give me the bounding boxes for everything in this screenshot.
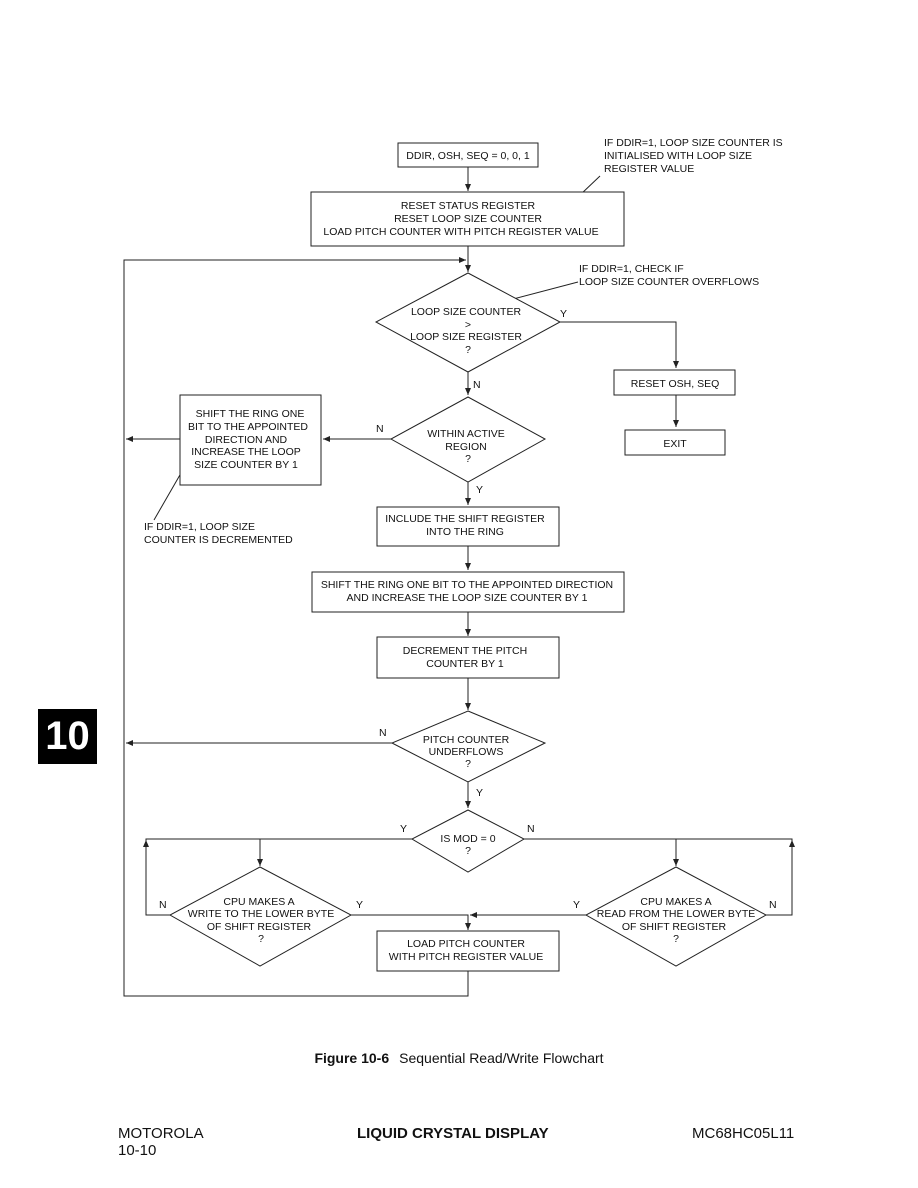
figure-caption: Figure 10-6 Sequential Read/Write Flowcha…	[0, 1050, 918, 1066]
decision-pitch-yes: Y	[476, 787, 483, 799]
decision-active-no: N	[376, 423, 384, 435]
shift-left-line-4: INCREASE THE LOOP	[191, 446, 301, 458]
start-box: DDIR, OSH, SEQ = 0, 0, 1	[397, 142, 539, 168]
decision-read-no: N	[769, 899, 777, 911]
decision-read-yes: Y	[573, 899, 580, 911]
decision-write-line-4: ?	[258, 933, 264, 945]
note-init-line-1: IF DDIR=1, LOOP SIZE COUNTER IS	[604, 137, 783, 149]
reset-osh-box: RESET OSH, SEQ	[613, 369, 736, 396]
note-init-line-3: REGISTER VALUE	[604, 163, 694, 175]
reset-status-box: RESET STATUS REGISTER RESET LOOP SIZE CO…	[310, 191, 625, 247]
footer-brand: MOTOROLA	[118, 1125, 204, 1142]
decision-mod-no: N	[527, 823, 535, 835]
note-init-line-2: INITIALISED WITH LOOP SIZE	[604, 150, 752, 162]
load-pitch-line-1: LOAD PITCH COUNTER	[407, 938, 525, 950]
decision-pitch-underflow: PITCH COUNTER UNDERFLOWS ? N Y	[379, 710, 547, 799]
decision-read-line-1: CPU MAKES A	[640, 896, 711, 908]
note-overflow: IF DDIR=1, CHECK IF LOOP SIZE COUNTER OV…	[579, 263, 759, 288]
reset-line-3: LOAD PITCH COUNTER WITH PITCH REGISTER V…	[323, 226, 598, 238]
decision-pitch-line-1: PITCH COUNTER	[423, 734, 510, 746]
decision-mod-line-1: IS MOD = 0	[440, 833, 495, 845]
shift-ring-left-box: SHIFT THE RING ONE BIT TO THE APPOINTED …	[179, 394, 322, 486]
decision-read-line-3: OF SHIFT REGISTER	[622, 921, 727, 933]
decision-mod: IS MOD = 0 ? Y N	[400, 809, 535, 873]
decision-active-line-1: WITHIN ACTIVE	[427, 428, 505, 440]
decrement-pitch-box: DECREMENT THE PITCH COUNTER BY 1	[376, 636, 560, 679]
decision-loop-size: LOOP SIZE COUNTER > LOOP SIZE REGISTER ?…	[374, 272, 567, 391]
include-shift-box: INCLUDE THE SHIFT REGISTER INTO THE RING	[376, 506, 560, 547]
footer-section-title: LIQUID CRYSTAL DISPLAY	[357, 1125, 549, 1142]
decision-cpu-read: CPU MAKES A READ FROM THE LOWER BYTE OF …	[573, 866, 777, 967]
decision-pitch-line-3: ?	[465, 758, 471, 770]
decrement-pitch-line-1: DECREMENT THE PITCH	[403, 645, 527, 657]
include-shift-line-1: INCLUDE THE SHIFT REGISTER	[385, 513, 545, 525]
figure-number: Figure 10-6	[314, 1050, 390, 1066]
decision-cpu-write: CPU MAKES A WRITE TO THE LOWER BYTE OF S…	[159, 866, 363, 967]
footer-page-number: 10-10	[118, 1142, 157, 1159]
decision-active-line-3: ?	[465, 453, 471, 465]
decision-active-yes: Y	[476, 484, 483, 496]
decision-write-no: N	[159, 899, 167, 911]
reset-osh-label: RESET OSH, SEQ	[631, 378, 720, 390]
decision-write-line-2: WRITE TO THE LOWER BYTE	[188, 908, 334, 920]
footer-part-number: MC68HC05L11	[692, 1125, 795, 1142]
shift-left-line-5: SIZE COUNTER BY 1	[194, 459, 298, 471]
reset-line-2: RESET LOOP SIZE COUNTER	[394, 213, 542, 225]
load-pitch-box: LOAD PITCH COUNTER WITH PITCH REGISTER V…	[376, 930, 560, 972]
decision-mod-line-2: ?	[465, 845, 471, 857]
note-init: IF DDIR=1, LOOP SIZE COUNTER IS INITIALI…	[604, 137, 783, 175]
decision-loop-line-3: LOOP SIZE REGISTER	[410, 331, 522, 343]
shift-ring-line-1: SHIFT THE RING ONE BIT TO THE APPOINTED …	[321, 579, 613, 591]
include-shift-line-2: INTO THE RING	[426, 526, 504, 538]
note-decrement-line-1: IF DDIR=1, LOOP SIZE	[144, 521, 255, 533]
decision-loop-line-4: ?	[465, 344, 471, 356]
load-pitch-line-2: WITH PITCH REGISTER VALUE	[389, 951, 543, 963]
shift-left-line-3: DIRECTION AND	[205, 434, 288, 446]
decision-write-yes: Y	[356, 899, 363, 911]
decision-active-line-2: REGION	[445, 441, 486, 453]
shift-left-line-2: BIT TO THE APPOINTED	[188, 421, 308, 433]
decision-pitch-line-2: UNDERFLOWS	[429, 746, 504, 758]
footer-left: MOTOROLA 10-10	[118, 1125, 204, 1159]
exit-box: EXIT	[624, 429, 726, 456]
decision-loop-yes: Y	[560, 308, 567, 320]
shift-ring-line-2: AND INCREASE THE LOOP SIZE COUNTER BY 1	[347, 592, 588, 604]
exit-label: EXIT	[663, 438, 687, 450]
start-box-label: DDIR, OSH, SEQ = 0, 0, 1	[406, 150, 530, 162]
note-overflow-line-1: IF DDIR=1, CHECK IF	[579, 263, 684, 275]
decision-read-line-4: ?	[673, 933, 679, 945]
figure-title: Sequential Read/Write Flowchart	[399, 1050, 604, 1066]
decision-read-line-2: READ FROM THE LOWER BYTE	[597, 908, 756, 920]
decision-mod-yes: Y	[400, 823, 407, 835]
decrement-pitch-line-2: COUNTER BY 1	[426, 658, 504, 670]
decision-write-line-3: OF SHIFT REGISTER	[207, 921, 312, 933]
decision-loop-line-1: LOOP SIZE COUNTER	[411, 306, 521, 318]
decision-pitch-no: N	[379, 727, 387, 739]
decision-loop-no: N	[473, 379, 481, 391]
chapter-tab: 10	[38, 709, 97, 764]
reset-line-1: RESET STATUS REGISTER	[401, 200, 536, 212]
decision-loop-line-2: >	[465, 319, 471, 331]
note-decrement-line-2: COUNTER IS DECREMENTED	[144, 534, 293, 546]
note-overflow-line-2: LOOP SIZE COUNTER OVERFLOWS	[579, 276, 759, 288]
shift-left-line-1: SHIFT THE RING ONE	[196, 408, 305, 420]
shift-ring-box: SHIFT THE RING ONE BIT TO THE APPOINTED …	[311, 571, 625, 613]
decision-active-region: WITHIN ACTIVE REGION ? N Y	[376, 396, 547, 496]
note-decrement: IF DDIR=1, LOOP SIZE COUNTER IS DECREMEN…	[144, 521, 293, 546]
decision-write-line-1: CPU MAKES A	[223, 896, 294, 908]
